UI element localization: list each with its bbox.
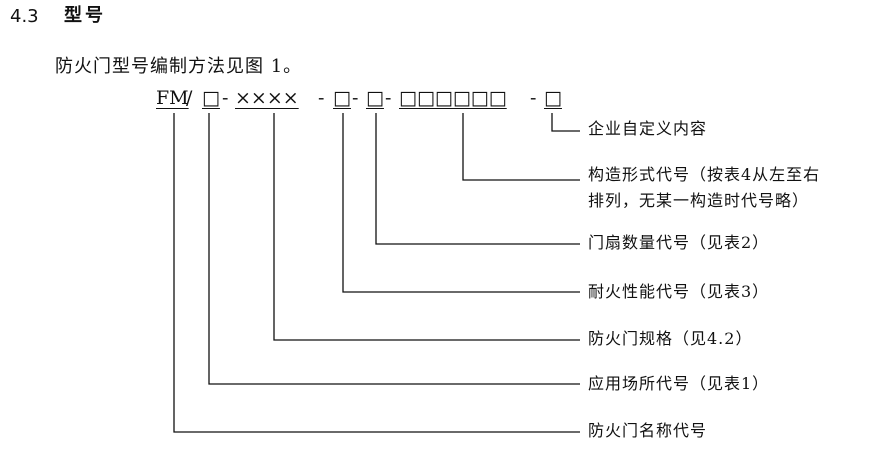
code-dash: - [318,87,325,109]
leader-structure [462,113,580,181]
code-leaf-box: □ [366,87,384,109]
code-spec: ×××× [235,87,299,109]
label-structure-line2: 排列，无某一构造时代号略） [588,191,810,210]
leader-fire-performance [342,113,580,293]
label-specification: 防火门规格（见4.2） [588,329,753,348]
label-fire-performance: 耐火性能代号（见表3） [588,282,770,301]
code-fire-box: □ [333,87,351,109]
code-dash: - [385,87,392,109]
code-custom-box: □ [544,87,562,109]
intro-text: 防火门型号编制方法见图 1。 [55,56,303,77]
section-title: 型号 [64,5,106,26]
leader-leaf-count [375,113,580,245]
code-structure-boxes: □□□□□□ [399,87,507,109]
leader-name [173,113,580,433]
leader-custom [551,113,580,132]
code-dash: - [352,87,359,109]
code-slash: / [186,87,193,109]
label-leaf-count: 门扇数量代号（见表2） [588,233,770,252]
section-number: 4.3 [10,6,39,27]
label-custom: 企业自定义内容 [588,119,708,138]
label-name: 防火门名称代号 [588,421,708,440]
leader-usage [208,113,580,385]
code-usage-box: □ [202,87,220,109]
label-structure-line1: 构造形式代号（按表4从左至右 [588,165,821,184]
leader-specification [273,113,580,341]
code-dash: - [222,87,229,109]
code-dash: - [530,87,537,109]
code-name-fm: FM [156,87,189,109]
label-usage: 应用场所代号（见表1） [588,374,770,393]
